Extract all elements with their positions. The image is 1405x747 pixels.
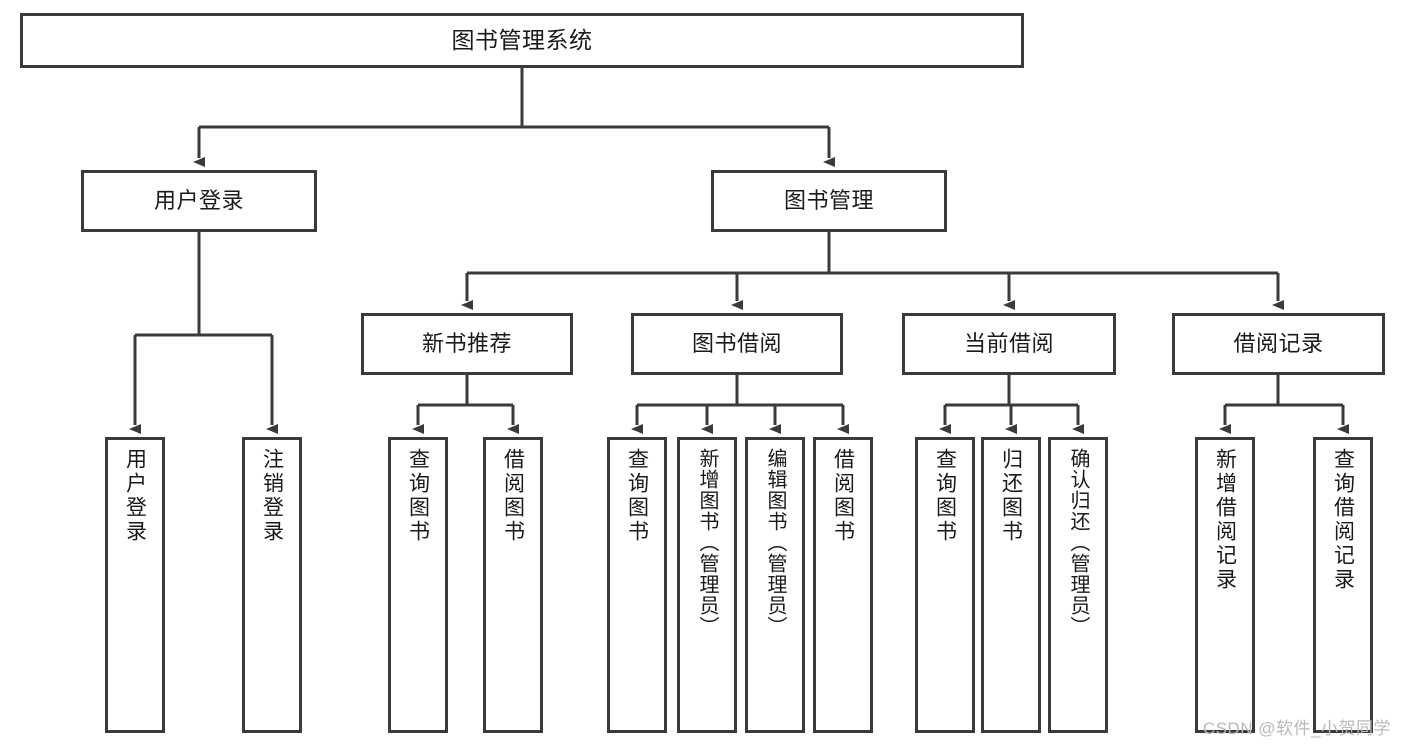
node-leaf-borrow-book[interactable]: 借阅图书 <box>813 437 873 733</box>
node-label: 借阅图书 <box>831 448 855 544</box>
node-label: 借阅图书 <box>501 448 525 544</box>
node-label: 图书管理 <box>783 188 874 214</box>
node-label: 查询图书 <box>625 448 649 544</box>
node-leaf-query-borrow-record[interactable]: 查询借阅记录 <box>1313 437 1373 733</box>
node-label: 查询图书 <box>933 448 957 544</box>
csdn-watermark: CSDN @软件_小贺同学 <box>1202 719 1391 738</box>
node-leaf-add-borrow-record[interactable]: 新增借阅记录 <box>1195 437 1255 733</box>
node-label: 新增借阅记录 <box>1213 448 1237 592</box>
node-label: 图书借阅 <box>691 331 782 357</box>
node-label: 查询借阅记录 <box>1331 448 1355 592</box>
node-label: 注销登录 <box>260 448 284 544</box>
node-current-borrow[interactable]: 当前借阅 <box>902 313 1116 375</box>
node-label: 查询图书 <box>406 448 430 544</box>
node-leaf-borrow-book-recommend[interactable]: 借阅图书 <box>483 437 543 733</box>
node-user-login[interactable]: 用户登录 <box>81 170 317 232</box>
node-leaf-confirm-return-admin[interactable]: 确认归还（管理员） <box>1048 437 1108 733</box>
node-label: 新书推荐 <box>421 331 512 357</box>
node-book-borrow[interactable]: 图书借阅 <box>631 313 843 375</box>
node-leaf-query-book-borrow[interactable]: 查询图书 <box>607 437 667 733</box>
node-leaf-edit-book-admin[interactable]: 编辑图书（管理员） <box>745 437 805 733</box>
node-label: 归还图书 <box>999 448 1023 544</box>
node-borrow-record[interactable]: 借阅记录 <box>1172 313 1385 375</box>
node-label: 确认归还（管理员） <box>1067 448 1089 637</box>
node-label: 编辑图书（管理员） <box>764 448 786 637</box>
node-leaf-user-login[interactable]: 用户登录 <box>105 437 165 733</box>
node-label: 用户登录 <box>123 448 147 544</box>
node-label: 借阅记录 <box>1233 331 1324 357</box>
node-label: 当前借阅 <box>963 331 1054 357</box>
node-label: 新增图书（管理员） <box>696 448 718 637</box>
node-leaf-return-book[interactable]: 归还图书 <box>981 437 1041 733</box>
node-new-book-recommend[interactable]: 新书推荐 <box>361 313 573 375</box>
node-root-system[interactable]: 图书管理系统 <box>20 13 1024 68</box>
node-leaf-query-book-recommend[interactable]: 查询图书 <box>388 437 448 733</box>
node-leaf-add-book-admin[interactable]: 新增图书（管理员） <box>677 437 737 733</box>
node-label: 用户登录 <box>153 188 244 214</box>
node-leaf-logout[interactable]: 注销登录 <box>242 437 302 733</box>
node-book-management[interactable]: 图书管理 <box>711 170 947 232</box>
node-label: 图书管理系统 <box>451 26 593 53</box>
node-leaf-query-book-current[interactable]: 查询图书 <box>915 437 975 733</box>
